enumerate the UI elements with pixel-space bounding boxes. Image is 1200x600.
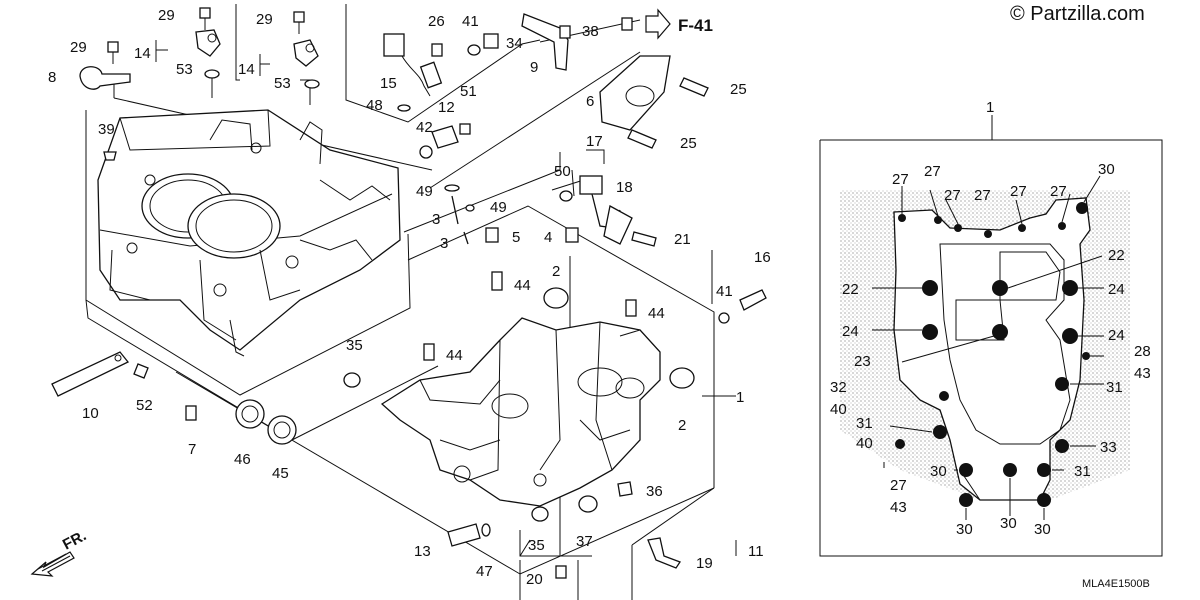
callout-31[interactable]: 31 (1106, 379, 1123, 396)
callout-49[interactable]: 49 (416, 183, 433, 200)
callout-31[interactable]: 31 (1074, 463, 1091, 480)
callout-33[interactable]: 33 (1100, 439, 1117, 456)
callout-29[interactable]: 29 (70, 39, 87, 56)
callout-1[interactable]: 1 (736, 389, 744, 406)
callout-45[interactable]: 45 (272, 465, 289, 482)
callout-27[interactable]: 27 (890, 477, 907, 494)
callout-14[interactable]: 14 (134, 45, 151, 62)
callout-19[interactable]: 19 (696, 555, 713, 572)
callout-30[interactable]: 30 (956, 521, 973, 538)
callout-27[interactable]: 27 (974, 187, 991, 204)
callout-50[interactable]: 50 (554, 163, 571, 180)
callout-44[interactable]: 44 (446, 347, 463, 364)
callout-2[interactable]: 2 (552, 263, 560, 280)
callout-38[interactable]: 38 (582, 23, 599, 40)
callout-28[interactable]: 28 (1134, 343, 1151, 360)
front-indicator-label: FR. (60, 527, 89, 553)
callout-52[interactable]: 52 (136, 397, 153, 414)
callout-26[interactable]: 26 (428, 13, 445, 30)
callout-9[interactable]: 9 (530, 59, 538, 76)
callout-27[interactable]: 27 (924, 163, 941, 180)
oil-pan-callout-labels: 1 27 27 27 27 27 27 30 22 22 24 24 24 23… (830, 99, 1151, 538)
callout-22[interactable]: 22 (1108, 247, 1125, 264)
callout-29[interactable]: 29 (256, 11, 273, 28)
callout-29[interactable]: 29 (158, 7, 175, 24)
callout-41[interactable]: 41 (716, 283, 733, 300)
callout-27[interactable]: 27 (1010, 183, 1027, 200)
callout-14[interactable]: 14 (238, 61, 255, 78)
callout-17[interactable]: 17 (586, 133, 603, 150)
callout-37[interactable]: 37 (576, 533, 593, 550)
callout-51[interactable]: 51 (460, 83, 477, 100)
callout-23[interactable]: 23 (854, 353, 871, 370)
callout-5[interactable]: 5 (512, 229, 520, 246)
small-parts-illustration (51, 7, 767, 579)
callout-40[interactable]: 40 (856, 435, 873, 452)
callout-3[interactable]: 3 (440, 235, 448, 252)
callout-48[interactable]: 48 (366, 97, 383, 114)
callout-7[interactable]: 7 (188, 441, 196, 458)
callout-15[interactable]: 15 (380, 75, 397, 92)
callout-35[interactable]: 35 (528, 537, 545, 554)
callout-25[interactable]: 25 (680, 135, 697, 152)
callout-27[interactable]: 27 (1050, 183, 1067, 200)
callout-24[interactable]: 24 (1108, 327, 1125, 344)
callout-8[interactable]: 8 (48, 69, 56, 86)
callout-34[interactable]: 34 (506, 35, 523, 52)
callout-18[interactable]: 18 (616, 179, 633, 196)
callout-21[interactable]: 21 (674, 231, 691, 248)
callout-42[interactable]: 42 (416, 119, 433, 136)
callout-27[interactable]: 27 (892, 171, 909, 188)
callout-12[interactable]: 12 (438, 99, 455, 116)
callout-20[interactable]: 20 (526, 571, 543, 588)
callout-44[interactable]: 44 (514, 277, 531, 294)
crankcase-illustration (380, 317, 661, 507)
callout-labels: 29 29 29 14 14 53 53 8 39 10 52 7 46 45 … (48, 7, 771, 588)
callout-24[interactable]: 24 (842, 323, 859, 340)
callout-44[interactable]: 44 (648, 305, 665, 322)
callout-53[interactable]: 53 (176, 61, 193, 78)
callout-47[interactable]: 47 (476, 563, 493, 580)
callout-49[interactable]: 49 (490, 199, 507, 216)
callout-40[interactable]: 40 (830, 401, 847, 418)
callout-43[interactable]: 43 (890, 499, 907, 516)
callout-6[interactable]: 6 (586, 93, 594, 110)
diagram-code: MLA4E1500B (1082, 578, 1150, 590)
callout-36[interactable]: 36 (646, 483, 663, 500)
callout-1[interactable]: 1 (986, 99, 994, 116)
watermark-text: © Partzilla.com (1010, 3, 1145, 25)
callout-16[interactable]: 16 (754, 249, 771, 266)
front-arrow-icon (30, 551, 75, 577)
cylinder-block-illustration (97, 109, 401, 357)
callout-3[interactable]: 3 (432, 211, 440, 228)
oil-pan-illustration (840, 175, 1130, 520)
callout-53[interactable]: 53 (274, 75, 291, 92)
callout-31[interactable]: 31 (856, 415, 873, 432)
callout-30[interactable]: 30 (1000, 515, 1017, 532)
callout-27[interactable]: 27 (944, 187, 961, 204)
callout-11[interactable]: 11 (748, 543, 764, 560)
callout-46[interactable]: 46 (234, 451, 251, 468)
callout-22[interactable]: 22 (842, 281, 859, 298)
callout-35[interactable]: 35 (346, 337, 363, 354)
callout-13[interactable]: 13 (414, 543, 431, 560)
callout-32[interactable]: 32 (830, 379, 847, 396)
callout-41[interactable]: 41 (462, 13, 479, 30)
callout-2[interactable]: 2 (678, 417, 686, 434)
callout-30[interactable]: 30 (1034, 521, 1051, 538)
reference-arrow-icon (645, 8, 671, 40)
reference-label[interactable]: F-41 (678, 16, 713, 35)
callout-4[interactable]: 4 (544, 229, 552, 246)
callout-39[interactable]: 39 (98, 121, 115, 138)
callout-10[interactable]: 10 (82, 405, 99, 422)
callout-25[interactable]: 25 (730, 81, 747, 98)
callout-43[interactable]: 43 (1134, 365, 1151, 382)
callout-24[interactable]: 24 (1108, 281, 1125, 298)
callout-30[interactable]: 30 (1098, 161, 1115, 178)
callout-30[interactable]: 30 (930, 463, 947, 480)
